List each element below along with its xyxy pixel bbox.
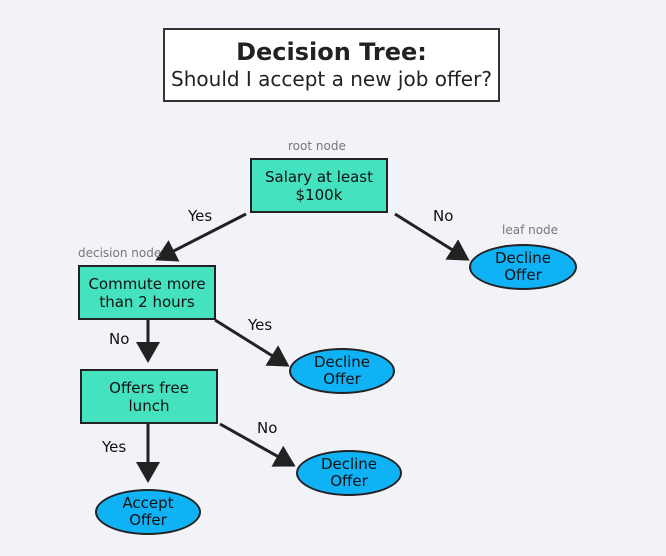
salary-node-label: Salary at least $100k	[264, 167, 373, 204]
decline-offer-label-1: Decline Offer	[494, 249, 552, 284]
accept-offer-label: Accept Offer	[122, 494, 174, 529]
salary-node: Salary at least $100k	[250, 158, 388, 213]
edge-label-salary-no: No	[433, 207, 454, 225]
title-box: Decision Tree: Should I accept a new job…	[163, 28, 500, 102]
leaf-node-caption: leaf node	[502, 223, 559, 237]
edge-lunch-decline	[219, 422, 296, 467]
edge-label-commute-yes: Yes	[248, 316, 273, 334]
edge-label-lunch-no: No	[257, 419, 278, 437]
commute-node-label: Commute more than 2 hours	[88, 274, 206, 311]
commute-node: Commute more than 2 hours	[78, 265, 216, 320]
decline-offer-label-3: Decline Offer	[320, 455, 378, 490]
edge-salary-commute	[155, 212, 247, 262]
edge-label-salary-yes: Yes	[188, 207, 213, 225]
root-node-caption: root node	[288, 139, 346, 153]
decline-offer-leaf-2: Decline Offer	[289, 348, 395, 394]
edge-label-lunch-yes: Yes	[102, 438, 127, 456]
diagram-subtitle: Should I accept a new job offer?	[171, 67, 492, 91]
decline-offer-label-2: Decline Offer	[313, 353, 371, 388]
lunch-node-label: Offers free lunch	[109, 378, 189, 415]
decline-offer-leaf-3: Decline Offer	[296, 450, 402, 496]
lunch-node: Offers free lunch	[80, 369, 218, 424]
diagram-title: Decision Tree:	[236, 38, 427, 66]
edge-salary-decline	[394, 212, 470, 261]
decline-offer-leaf-1: Decline Offer	[469, 244, 577, 290]
accept-offer-leaf: Accept Offer	[95, 489, 201, 535]
edge-commute-decline	[214, 318, 290, 367]
edge-label-commute-no: No	[109, 330, 130, 348]
decision-node-caption: decision node	[78, 246, 162, 260]
